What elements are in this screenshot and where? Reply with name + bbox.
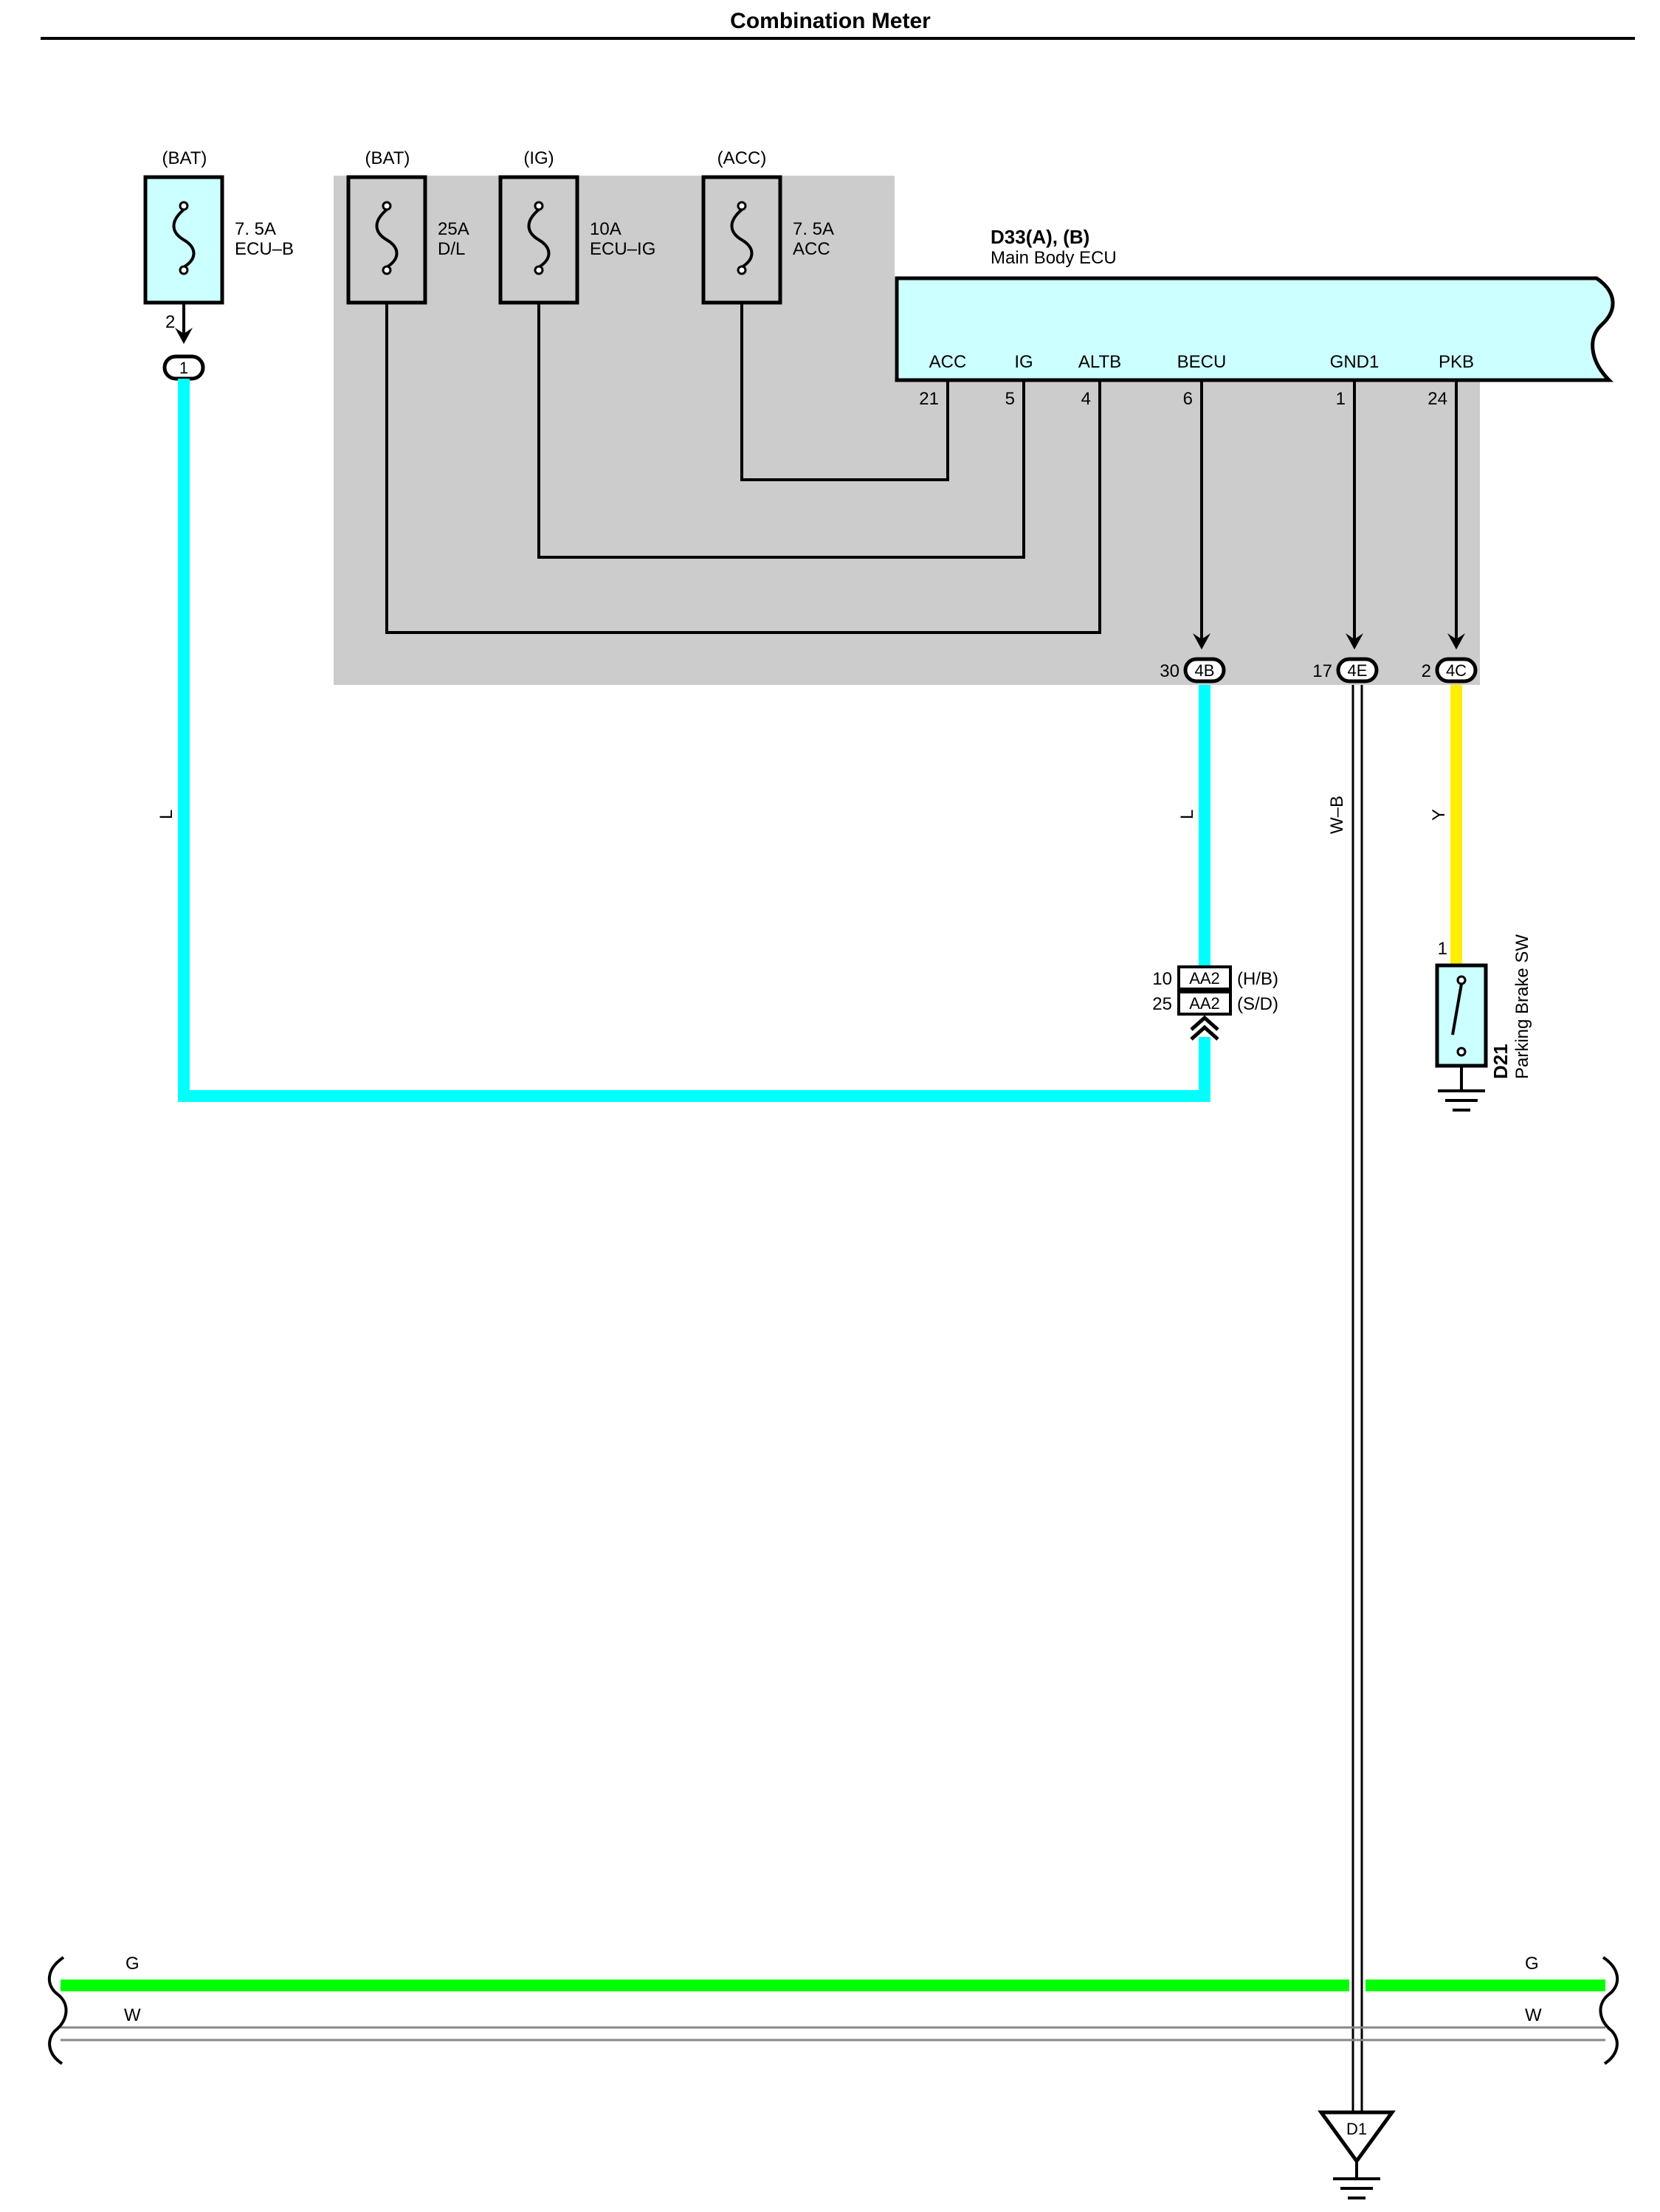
ecu-pin-becu: 6: [1183, 389, 1193, 409]
ecu-name: Main Body ECU: [991, 248, 1117, 268]
fuse-ecu-b-pin: 2: [165, 312, 175, 332]
fuse-ecu-ig-name: ECU–IG: [590, 239, 655, 259]
fuse-contact: [179, 265, 189, 275]
bus-label-g-right: G: [1525, 1954, 1539, 1974]
ecu-terminal-ig: IG: [1014, 352, 1033, 372]
chevron-up-icon: [1190, 1024, 1219, 1041]
fuse-element-icon: [527, 208, 551, 269]
wire-altb: [385, 303, 1101, 634]
junction-4b-label: 4B: [1195, 661, 1215, 680]
arrow-down-icon: [1193, 633, 1210, 650]
ecu-terminal-pkb: PKB: [1439, 352, 1474, 372]
wire-ig: [537, 303, 1025, 559]
ecu-terminal-becu: BECU: [1177, 352, 1227, 372]
arrow-down-icon: [175, 328, 193, 344]
ecu-code: D33(A), (B): [991, 226, 1089, 248]
fuse-acc-name: ACC: [793, 239, 830, 259]
junction-4b-pin: 30: [1160, 661, 1179, 681]
ecu-terminal-gnd1: GND1: [1330, 352, 1380, 372]
ground-point-d1: [1318, 2110, 1396, 2165]
ecu-pin-pkb: 24: [1427, 389, 1447, 409]
connector-aa2-sd-id: AA2: [1189, 994, 1220, 1013]
fuse-acc-rating: 7. 5A: [793, 219, 834, 239]
junction-4e-connector: [1336, 657, 1379, 683]
fuse-dl-supply: (BAT): [365, 148, 410, 168]
connector-aa2-hb: [1177, 965, 1232, 990]
fuse-ecu-b-name: ECU–B: [235, 239, 294, 259]
fuse-element-icon: [375, 208, 399, 269]
junction-4c-label: 4C: [1446, 661, 1467, 680]
ground-point-label: D1: [1346, 2120, 1367, 2138]
page-title: Combination Meter: [730, 9, 931, 33]
junction-4c-pin: 2: [1422, 661, 1431, 681]
fuse-contact: [534, 265, 544, 275]
switch-blade-icon: [1451, 983, 1463, 1036]
fuse-ecu-b-supply: (BAT): [162, 148, 207, 168]
break-left-icon: [47, 1956, 68, 2065]
wire-label-y: Y: [1429, 809, 1449, 821]
junction-4e-pin: 17: [1312, 661, 1332, 681]
switch-contact: [1456, 1047, 1467, 1057]
ecu-terminal-acc: ACC: [929, 352, 967, 372]
fuse-contact: [179, 201, 189, 211]
fuse-element-icon: [730, 208, 754, 269]
ecu-pin-ig: 5: [1005, 389, 1015, 409]
connector-aa2-sd-pin: 25: [1152, 994, 1172, 1014]
fuse-ecu-b-rating: 7. 5A: [235, 219, 276, 239]
junction-4e-label: 4E: [1348, 661, 1368, 680]
crossing-gap: [1349, 1978, 1365, 1993]
arrow-down-icon: [1346, 633, 1363, 650]
switch-pin: 1: [1438, 939, 1447, 959]
connector-aa2-sd: [1177, 990, 1232, 1016]
fuse-dl: [346, 175, 427, 305]
fuse-dl-name: D/L: [438, 239, 465, 259]
fuse-element-icon: [172, 208, 196, 269]
connector-aa2-sd-variant: (S/D): [1237, 994, 1278, 1014]
bus-label-w-left: W: [124, 2005, 141, 2025]
wire-label-l-becu: L: [1177, 810, 1197, 819]
wire-l-left: [178, 379, 1210, 1102]
main-body-ecu: [895, 276, 1615, 382]
break-right-icon: [1599, 1956, 1619, 2065]
junction-4c-connector: [1435, 657, 1478, 683]
connector-aa2-hb-pin: 10: [1152, 969, 1172, 989]
fuse-dl-rating: 25A: [438, 219, 469, 239]
fuse-contact: [737, 201, 747, 211]
switch-name: Parking Brake SW: [1512, 934, 1532, 1079]
fuse-contact: [382, 265, 392, 275]
ecu-pin-altb: 4: [1081, 389, 1091, 409]
connector-aa2-hb-id: AA2: [1189, 969, 1220, 988]
wire-label-l-left: L: [156, 810, 176, 819]
wire-label-wb: W–B: [1327, 796, 1347, 834]
bus-label-g-left: G: [125, 1954, 140, 1974]
fuse-acc-supply: (ACC): [717, 148, 767, 168]
wire-acc: [740, 303, 949, 481]
switch-code: D21: [1489, 1044, 1512, 1079]
junction-bat-label: 1: [179, 359, 188, 377]
ecu-pin-gnd1: 1: [1336, 389, 1346, 409]
fuse-ecu-ig-supply: (IG): [523, 148, 554, 168]
bus-label-w-right: W: [1525, 2005, 1542, 2025]
chevron-up-icon: [1190, 1015, 1219, 1031]
junction-4b-connector: [1183, 657, 1226, 683]
fuse-contact: [382, 201, 392, 211]
fuse-ecu-ig-rating: 10A: [590, 219, 621, 239]
arrow-down-icon: [1447, 633, 1465, 650]
fuse-contact: [534, 201, 544, 211]
switch-contact: [1456, 975, 1467, 985]
ecu-pin-acc: 21: [919, 389, 939, 409]
fuse-contact: [737, 265, 747, 275]
connector-aa2-hb-variant: (H/B): [1237, 969, 1278, 989]
ecu-terminal-altb: ALTB: [1078, 352, 1121, 372]
